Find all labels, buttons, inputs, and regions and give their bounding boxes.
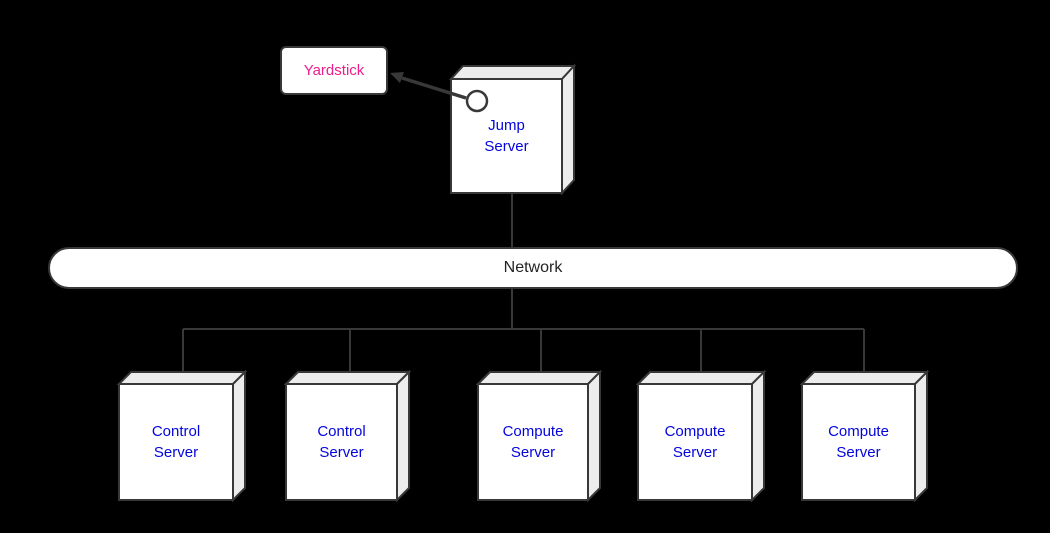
node-side-face bbox=[914, 369, 928, 503]
node-top-face bbox=[635, 371, 767, 385]
node-front-face bbox=[801, 383, 916, 501]
jump-server-side-face bbox=[561, 63, 575, 196]
node-side-face bbox=[396, 369, 410, 503]
node-top-face bbox=[799, 371, 930, 385]
network-pill: Network bbox=[48, 247, 1018, 289]
arrow-shaft bbox=[401, 76, 467, 100]
compute-server-2-node bbox=[635, 369, 767, 503]
control-server-1-node bbox=[116, 369, 248, 503]
arrowhead-icon bbox=[390, 72, 404, 83]
compute-server-1-node bbox=[475, 369, 603, 503]
compute-server-3-node bbox=[799, 369, 930, 503]
node-top-face bbox=[283, 371, 412, 385]
node-top-face bbox=[475, 371, 603, 385]
node-front-face bbox=[477, 383, 589, 501]
interface-port-circle-icon bbox=[465, 89, 489, 113]
node-front-face bbox=[118, 383, 234, 501]
connector-lines bbox=[182, 193, 865, 374]
network-label: Network bbox=[503, 259, 563, 276]
node-side-face bbox=[587, 369, 601, 503]
node-front-face bbox=[637, 383, 753, 501]
jump-server-node bbox=[448, 63, 577, 196]
yardstick-label: Yardstick bbox=[303, 62, 365, 79]
node-side-face bbox=[751, 369, 765, 503]
control-server-2-node bbox=[283, 369, 412, 503]
yardstick-box: Yardstick bbox=[280, 46, 388, 95]
node-side-face bbox=[232, 369, 246, 503]
node-front-face bbox=[285, 383, 398, 501]
node-top-face bbox=[116, 371, 248, 385]
jump-server-top-face bbox=[448, 65, 577, 80]
yardstick-arrow bbox=[390, 72, 489, 113]
